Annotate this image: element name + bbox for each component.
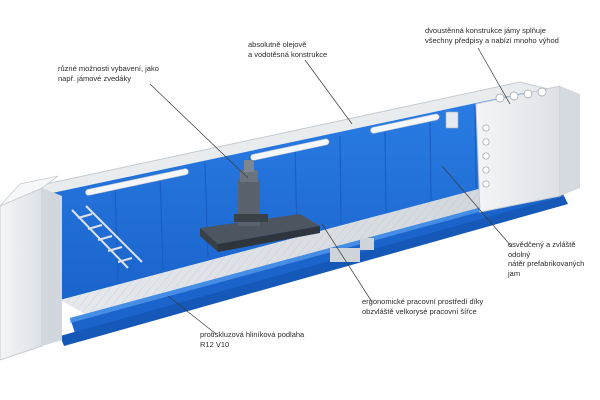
callout-durable-coating: osvědčený a zvláště odolný nátěr prefabr… [508, 240, 585, 278]
light-fixtures [85, 113, 440, 196]
front-lip [70, 186, 564, 336]
right-end-wall [475, 85, 561, 213]
callout-equipment-options: různé možnosti vybavení, jako např. jámo… [58, 64, 159, 83]
callout-double-wall: dvoustěnná konstrukce jámy splňuje všech… [425, 26, 559, 45]
callout-anti-slip-floor: protiskluzová hliníková podlaha R12 V10 [200, 330, 305, 349]
callout-oil-water-tight: absolutně olejově a vodotěsná konstrukce [248, 40, 328, 59]
leader-lines [149, 47, 513, 335]
access-stairs [71, 205, 143, 269]
left-end-wall [0, 187, 43, 361]
wall-pipe-openings [482, 87, 547, 188]
callout-ergonomic: ergonomické pracovní prostředí díky obzv… [362, 297, 484, 316]
pit-jack [200, 160, 320, 252]
back-wall [38, 92, 528, 300]
